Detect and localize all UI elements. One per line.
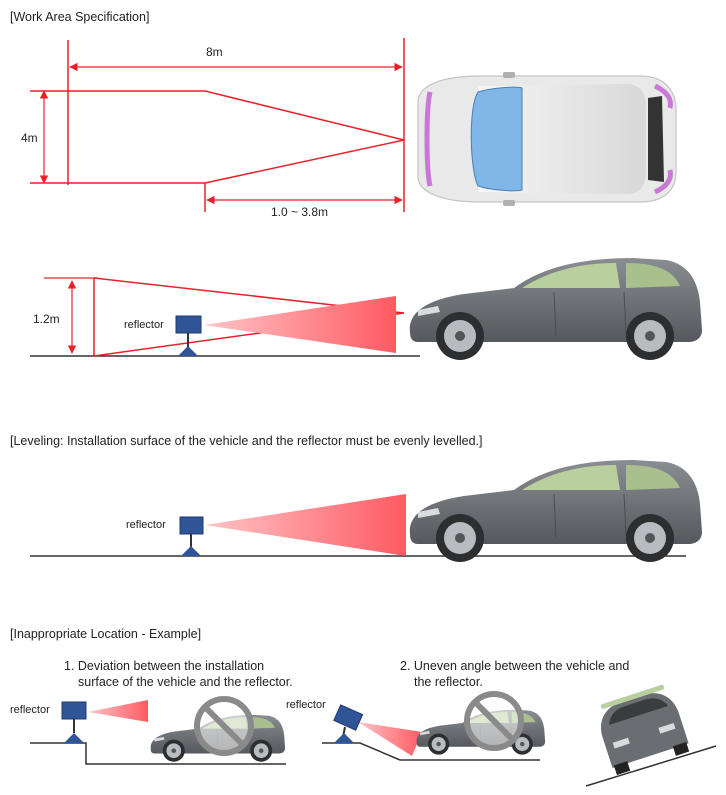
car-on-slope-icon	[585, 684, 717, 787]
example1-line1: 1. Deviation between the installation	[64, 659, 265, 673]
side-view-diagram	[30, 277, 420, 357]
dimension-4m-label: 4m	[21, 131, 38, 145]
car-top-view-icon	[417, 72, 677, 206]
reflector-label-side: reflector	[124, 319, 164, 331]
example1-line2: surface of the vehicle and the reflector…	[78, 675, 293, 689]
inappropriate-heading: [Inappropriate Location - Example]	[10, 627, 202, 641]
example2-line2: the reflector.	[414, 675, 483, 689]
prohibited-icon-2	[467, 694, 521, 748]
reflector-label-example2: reflector	[286, 699, 326, 711]
example2-diagram	[322, 704, 540, 761]
leveling-diagram	[30, 494, 686, 557]
example1-diagram	[30, 700, 286, 765]
reflector-label-level: reflector	[126, 519, 166, 531]
work-area-diagram	[30, 38, 405, 212]
example2-line1: 2. Uneven angle between the vehicle and	[400, 659, 630, 673]
car-side-icon	[409, 257, 703, 361]
work-area-heading: [Work Area Specification]	[10, 10, 150, 24]
prohibited-icon	[197, 699, 251, 753]
car-side-level-icon	[409, 459, 703, 563]
reflector-label-example1: reflector	[10, 704, 50, 716]
dimension-height-label: 1.2m	[33, 312, 60, 326]
dimension-offset-label: 1.0 ~ 3.8m	[271, 205, 329, 219]
dimension-8m-label: 8m	[206, 45, 223, 59]
leveling-heading: [Leveling: Installation surface of the v…	[10, 434, 483, 448]
